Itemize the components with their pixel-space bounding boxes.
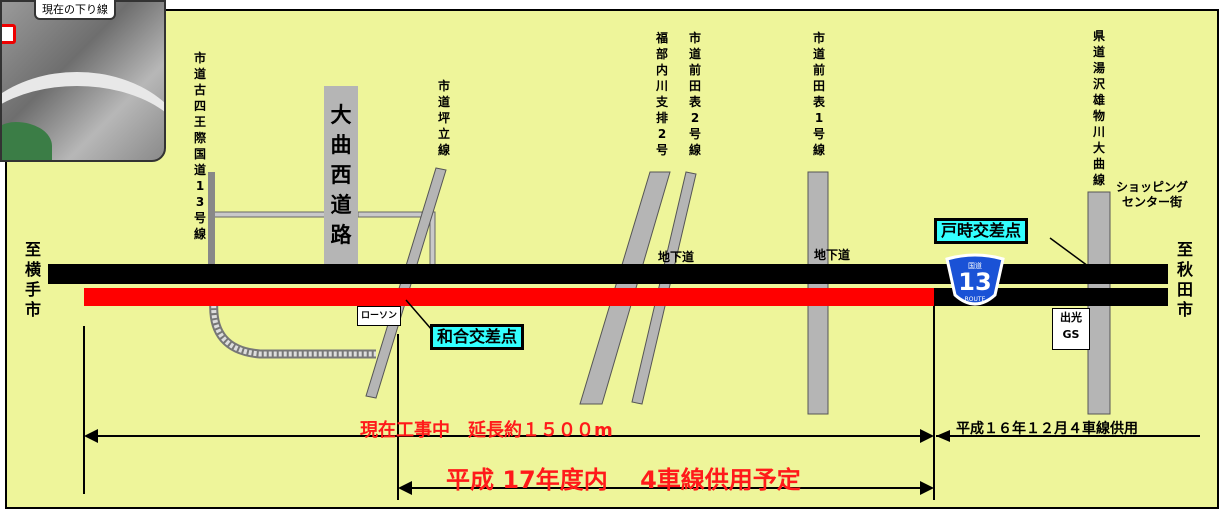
frontage-road-top — [213, 211, 335, 218]
construction-section — [84, 288, 934, 306]
photo-caption: 現在の下り線 — [34, 0, 116, 20]
label-furushiou: 市道古四王際国道13号線 — [193, 51, 206, 241]
route-sign-top: 国道 — [968, 261, 982, 270]
route-shield-icon: 国道 13 ROUTE — [945, 253, 1005, 306]
direction-akita: 至秋田市 — [1176, 240, 1193, 319]
annotation-opened-2004: 平成１６年１２月４車線供用 — [956, 421, 1138, 437]
lawson-store: ローソン — [357, 306, 401, 326]
route-sign-number: 13 — [958, 268, 991, 296]
national-route-13-sign: 国道 13 ROUTE — [943, 253, 1007, 313]
intersection-totoki: 戸時交差点 — [934, 218, 1029, 244]
label-underpass-1: 地下道 — [658, 250, 695, 264]
arrowhead-left-2 — [936, 430, 950, 442]
totoki-pointer — [1049, 237, 1089, 267]
annotation-construction: 現在工事中 延長約１５００m — [360, 420, 613, 441]
arrowhead-right-1 — [920, 429, 934, 443]
label-maedaomote1: 市道前田表1号線 — [812, 31, 825, 157]
arrowhead-left-3 — [398, 481, 412, 495]
annotation-plan-2005: 平成 17年度内 4車線供用予定 — [446, 466, 801, 494]
gas-station: 出光 GS — [1052, 308, 1090, 350]
current-road-photo — [0, 0, 166, 162]
direction-yokote: 至横手市 — [24, 240, 41, 319]
intersection-wago: 和合交差点 — [430, 324, 525, 350]
label-tsubotate: 市道坪立線 — [437, 79, 450, 157]
road-omagari-nishi — [324, 86, 358, 268]
photo-marker — [2, 24, 16, 44]
existing-road-upper — [48, 264, 1168, 284]
label-fukubeuchi: 福部内川支排2号 — [655, 31, 668, 157]
arrowhead-right-3 — [920, 481, 934, 495]
frontage-road-top-right — [357, 211, 423, 218]
route-sign-bottom: ROUTE — [965, 296, 986, 303]
label-omagari-nishi: 大曲西道路 — [330, 103, 352, 247]
label-underpass-2: 地下道 — [814, 248, 851, 262]
loop-ramp-inner — [211, 299, 376, 357]
gas-station-label: GS — [1062, 328, 1080, 341]
arrowhead-left-1 — [84, 429, 98, 443]
label-maedaomote2: 市道前田表2号線 — [688, 31, 701, 157]
wago-pointer — [405, 299, 433, 331]
label-shopping: ショッピング センター街 — [1116, 180, 1189, 209]
gas-station-brand: 出光 — [1060, 311, 1082, 324]
road-furushiou — [208, 172, 215, 268]
label-kendo: 県道湯沢雄物川大曲線 — [1092, 29, 1105, 187]
